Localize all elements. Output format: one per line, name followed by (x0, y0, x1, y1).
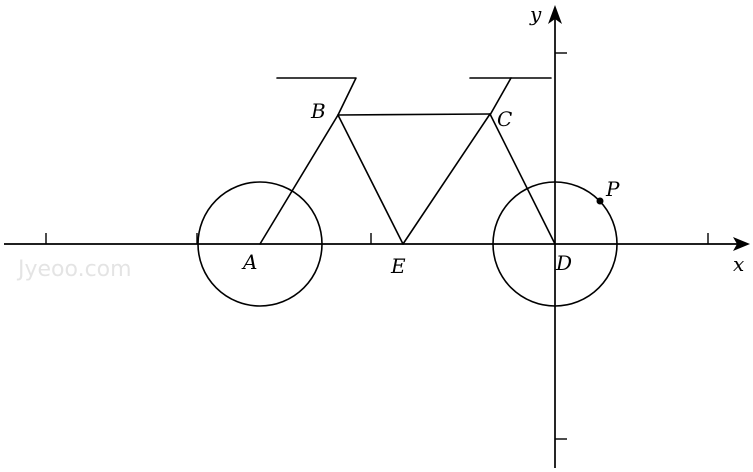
segment-ab (259, 114, 339, 245)
segment-cd (489, 113, 556, 245)
seat-bar (276, 77, 357, 116)
rear-wheel (197, 181, 323, 307)
label-c: C (497, 107, 512, 131)
watermark: Jyeoo.com (16, 257, 132, 282)
x-axis-arrow (733, 237, 750, 251)
label-b: B (310, 99, 326, 123)
y-axis-arrow (548, 5, 562, 24)
point-p (596, 197, 604, 205)
segment-bc (337, 113, 491, 116)
front-wheel (492, 181, 618, 307)
handlebar-stem (489, 77, 512, 116)
label-x-axis: x (733, 252, 744, 276)
label-p: P (605, 177, 620, 201)
segment-ec (402, 113, 491, 245)
label-a: A (241, 250, 257, 274)
label-e: E (390, 254, 406, 278)
label-y-axis: y (529, 2, 542, 26)
segment-be (337, 114, 404, 245)
label-d: D (555, 251, 572, 275)
